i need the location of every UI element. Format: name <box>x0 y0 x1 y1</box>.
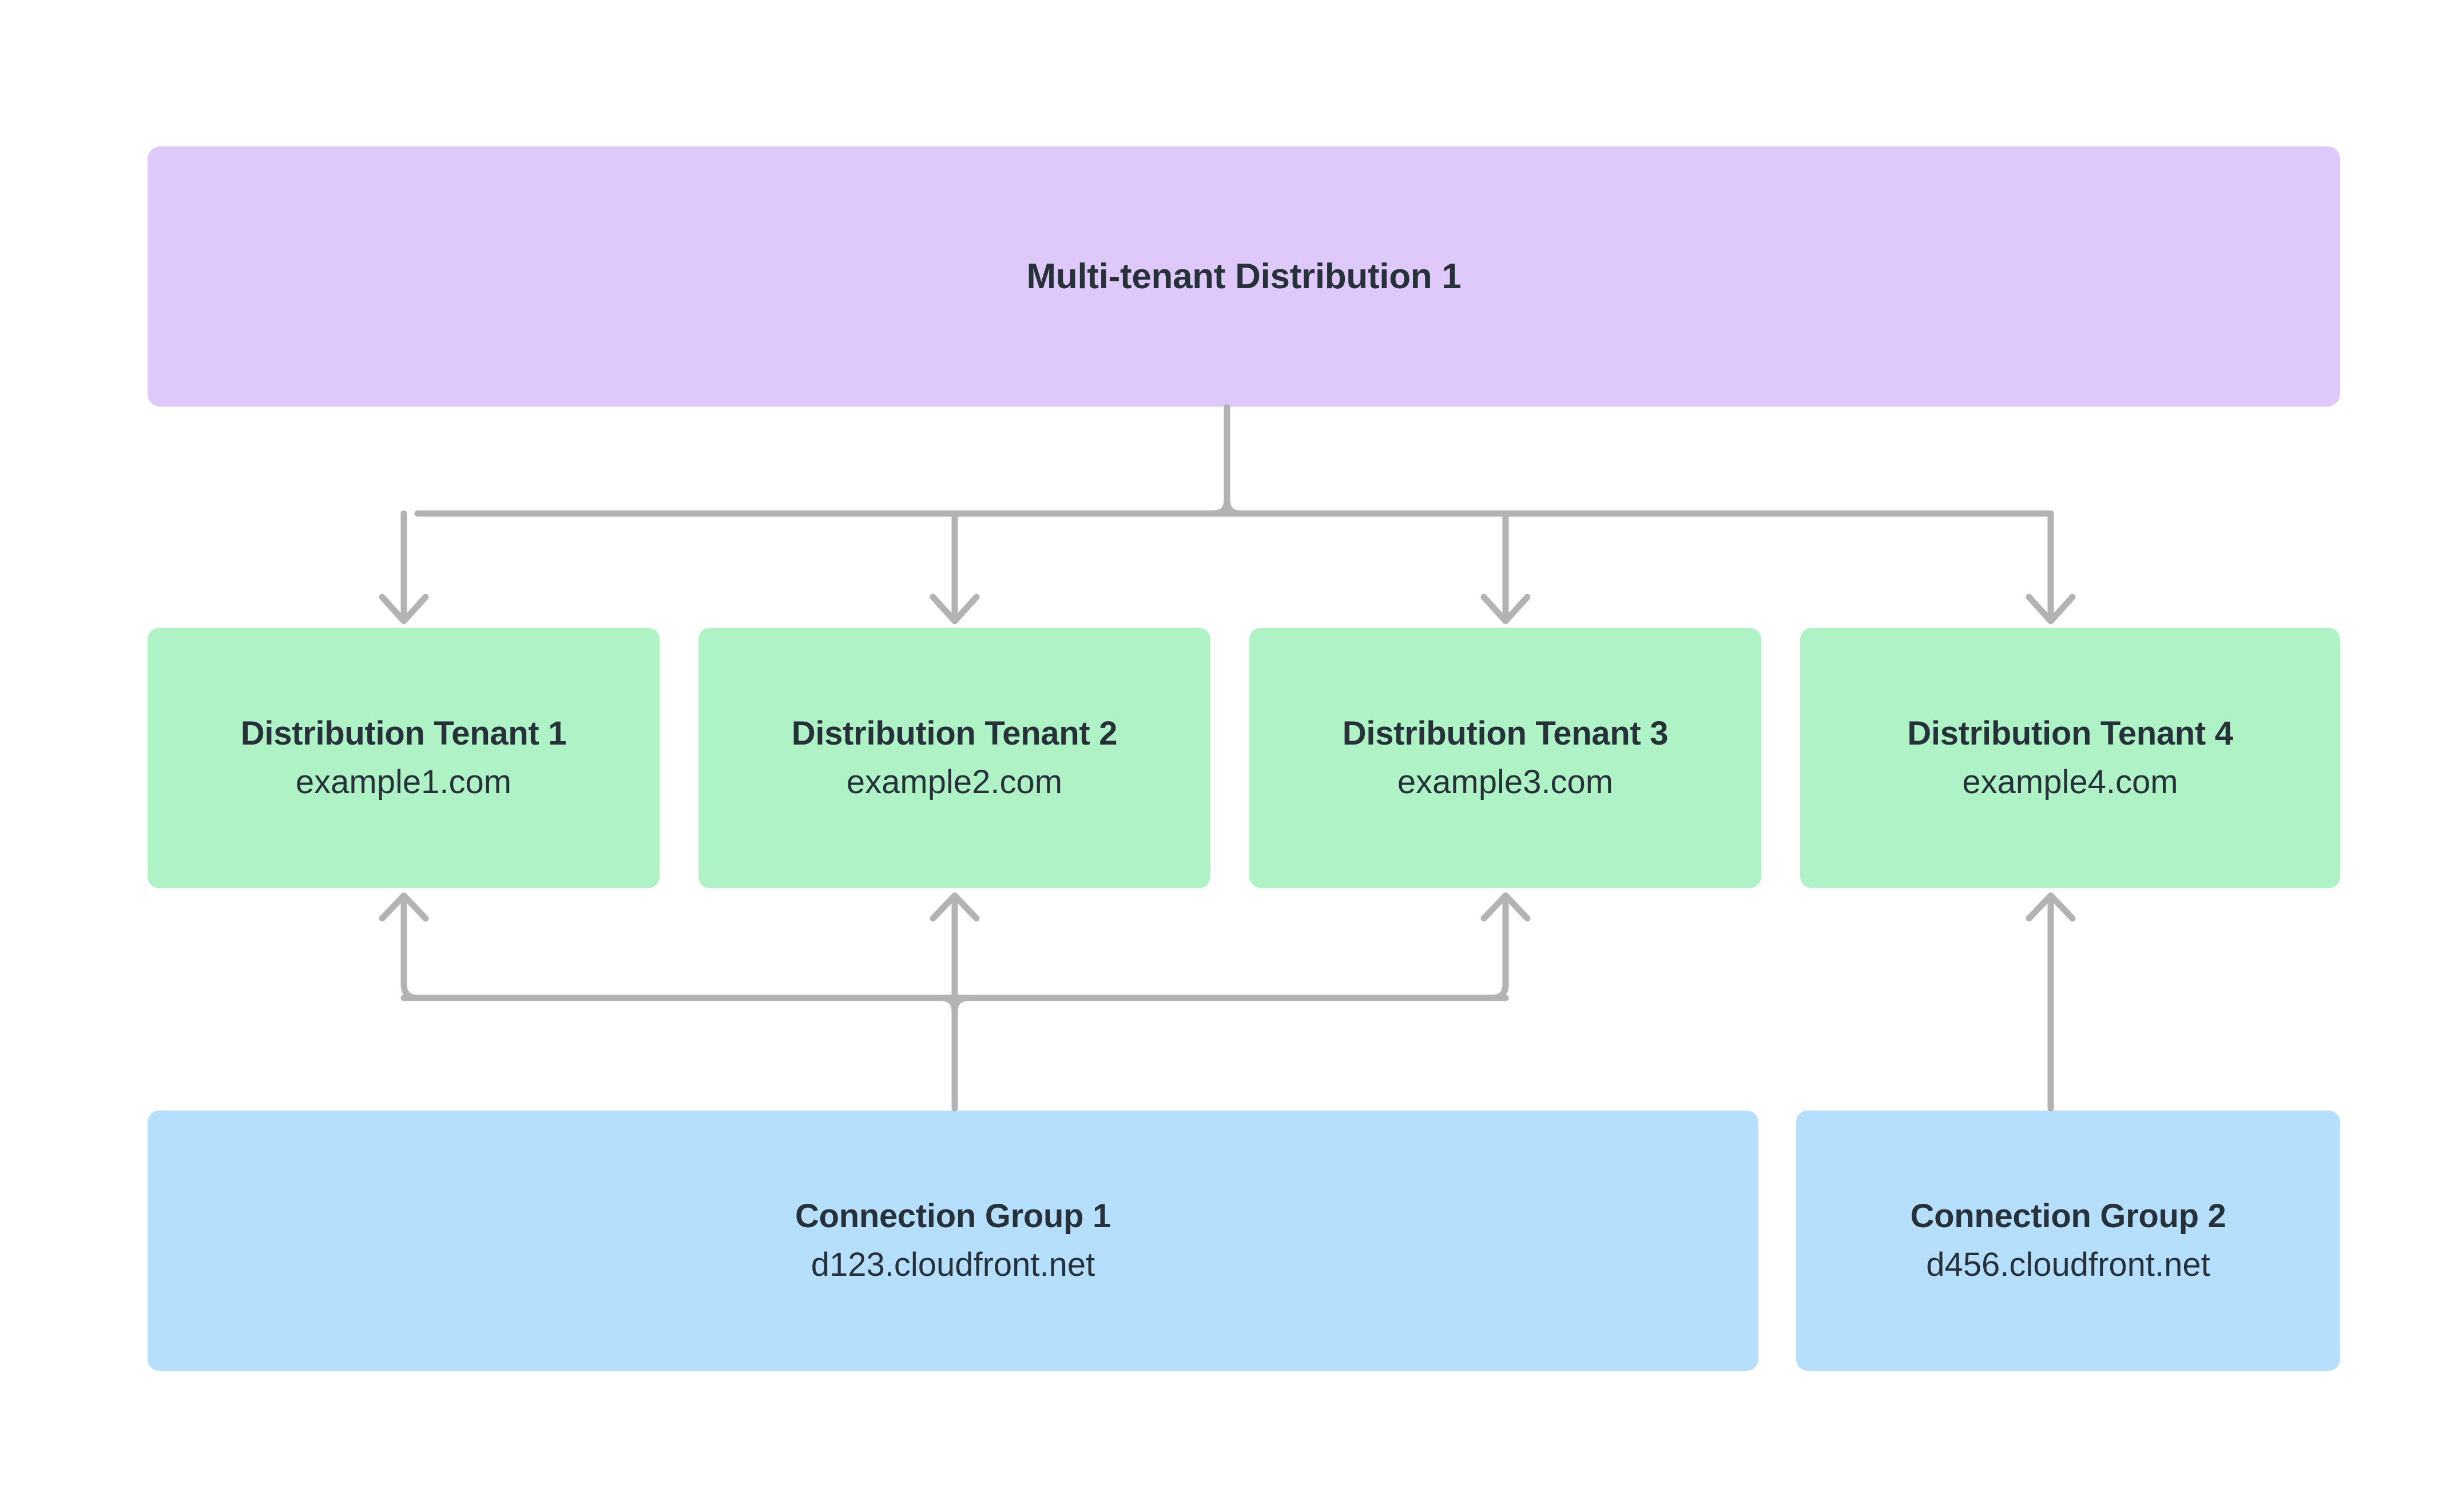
node-domain: d456.cloudfront.net <box>1926 1246 2210 1283</box>
arrowhead-up-tenant-1 <box>379 892 429 922</box>
arrowhead-up-tenant-4 <box>2026 892 2076 922</box>
edge-cgroup1-to-tenant-1 <box>400 896 421 1001</box>
node-domain: example2.com <box>846 763 1063 801</box>
node-connection-group-1[interactable]: Connection Group 1 d123.cloudfront.net <box>148 1111 1758 1371</box>
edge-cgroup1-to-tenant-3 <box>1488 896 1509 1001</box>
node-title: Distribution Tenant 1 <box>240 714 567 752</box>
arrowhead-tenant-3 <box>1480 594 1531 624</box>
node-distribution-tenant-2[interactable]: Distribution Tenant 2 example2.com <box>698 628 1210 888</box>
node-title: Distribution Tenant 4 <box>1907 714 2233 752</box>
node-title: Connection Group 1 <box>795 1197 1111 1235</box>
node-distribution-tenant-4[interactable]: Distribution Tenant 4 example4.com <box>1800 628 2340 888</box>
edge-cgroup1-stem <box>938 994 972 1112</box>
node-connection-group-2[interactable]: Connection Group 2 d456.cloudfront.net <box>1796 1111 2340 1371</box>
arrowhead-up-tenant-2 <box>930 892 980 922</box>
node-domain: example1.com <box>295 763 512 801</box>
node-title: Distribution Tenant 2 <box>791 714 1118 752</box>
arrowhead-tenant-2 <box>930 594 980 624</box>
arrowhead-tenant-1 <box>379 594 429 624</box>
node-domain: d123.cloudfront.net <box>811 1246 1095 1283</box>
arrowhead-tenant-4 <box>2026 594 2076 624</box>
node-title: Multi-tenant Distribution 1 <box>1026 256 1462 296</box>
edge-root-trunk <box>1210 404 1244 517</box>
node-domain: example4.com <box>1962 763 2178 801</box>
node-distribution-tenant-3[interactable]: Distribution Tenant 3 example3.com <box>1249 628 1761 888</box>
node-title: Distribution Tenant 3 <box>1342 714 1669 752</box>
node-title: Connection Group 2 <box>1910 1197 2226 1235</box>
node-multi-tenant-distribution[interactable]: Multi-tenant Distribution 1 <box>148 146 2340 407</box>
node-domain: example3.com <box>1397 763 1614 801</box>
arrowhead-up-tenant-3 <box>1480 892 1531 922</box>
node-distribution-tenant-1[interactable]: Distribution Tenant 1 example1.com <box>148 628 660 888</box>
